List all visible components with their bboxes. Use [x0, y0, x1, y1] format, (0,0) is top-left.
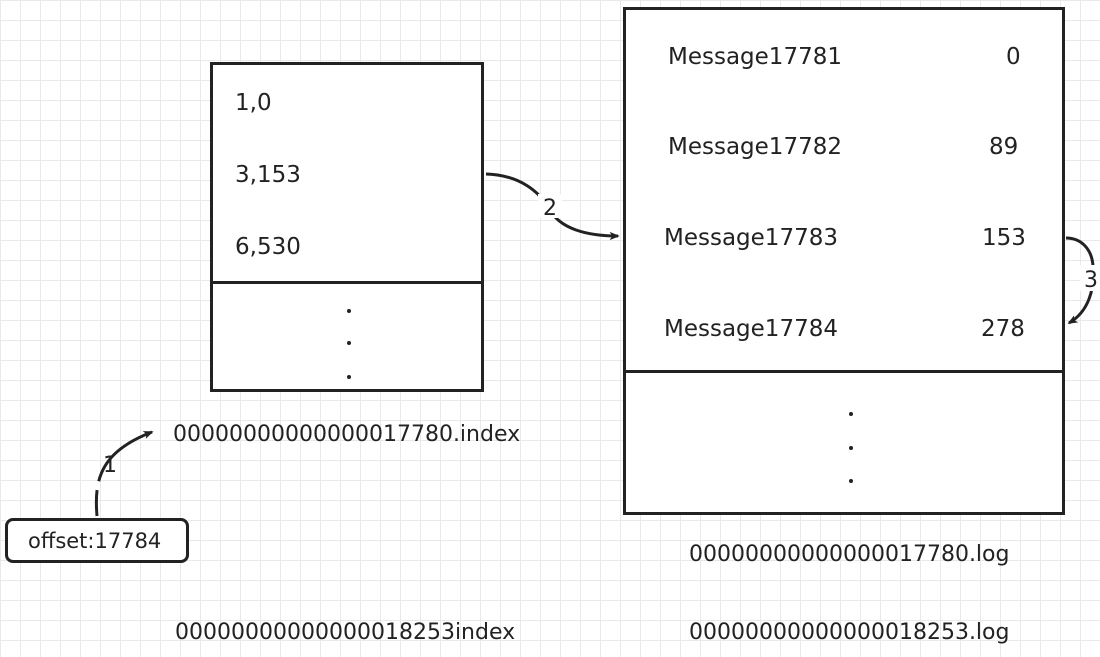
offset-label: offset:17784 [28, 529, 162, 553]
index-file-table: 1,0 3,153 6,530 [210, 62, 484, 392]
step-2-label: 2 [543, 196, 557, 221]
ellipsis-dot [849, 479, 853, 483]
step-2-label-bg [538, 194, 562, 218]
offset-box: offset:17784 [5, 518, 189, 563]
message-position: 89 [989, 134, 1019, 160]
next-log-filename: 00000000000000018253.log [689, 620, 1010, 645]
log-filename: 00000000000000017780.log [689, 542, 1010, 567]
message-name: Message17784 [664, 316, 838, 342]
message-position: 153 [982, 225, 1026, 251]
index-entry-text: 1,0 [235, 90, 272, 116]
arrow-step-1 [94, 430, 154, 517]
message-position: 278 [981, 316, 1025, 342]
log-message-row: Message17784 278 [626, 280, 1062, 373]
log-message-row: Message17782 89 [626, 100, 1062, 193]
step-3-label-bg [1080, 265, 1100, 291]
step-1-label: 1 [103, 453, 117, 478]
ellipsis-dot [347, 309, 351, 313]
log-message-row: Message17781 0 [626, 10, 1062, 103]
index-entry-row: 6,530 [213, 209, 481, 284]
index-entry-text: 3,153 [235, 162, 301, 188]
ellipsis-dot [849, 412, 853, 416]
message-position: 0 [1006, 44, 1021, 70]
next-index-filename: 00000000000000018253index [175, 620, 516, 645]
index-filename: 00000000000000017780.index [173, 422, 521, 447]
index-entry-row: 1,0 [213, 65, 481, 140]
step-3-label: 3 [1084, 268, 1098, 293]
message-name: Message17782 [668, 134, 842, 160]
index-entry-text: 6,530 [235, 234, 301, 260]
message-name: Message17781 [668, 44, 842, 70]
message-name: Message17783 [664, 225, 838, 251]
ellipsis-dot [347, 375, 351, 379]
log-file-table: Message17781 0 Message17782 89 Message17… [623, 7, 1065, 515]
ellipsis-dot [347, 341, 351, 345]
ellipsis-dot [849, 446, 853, 450]
